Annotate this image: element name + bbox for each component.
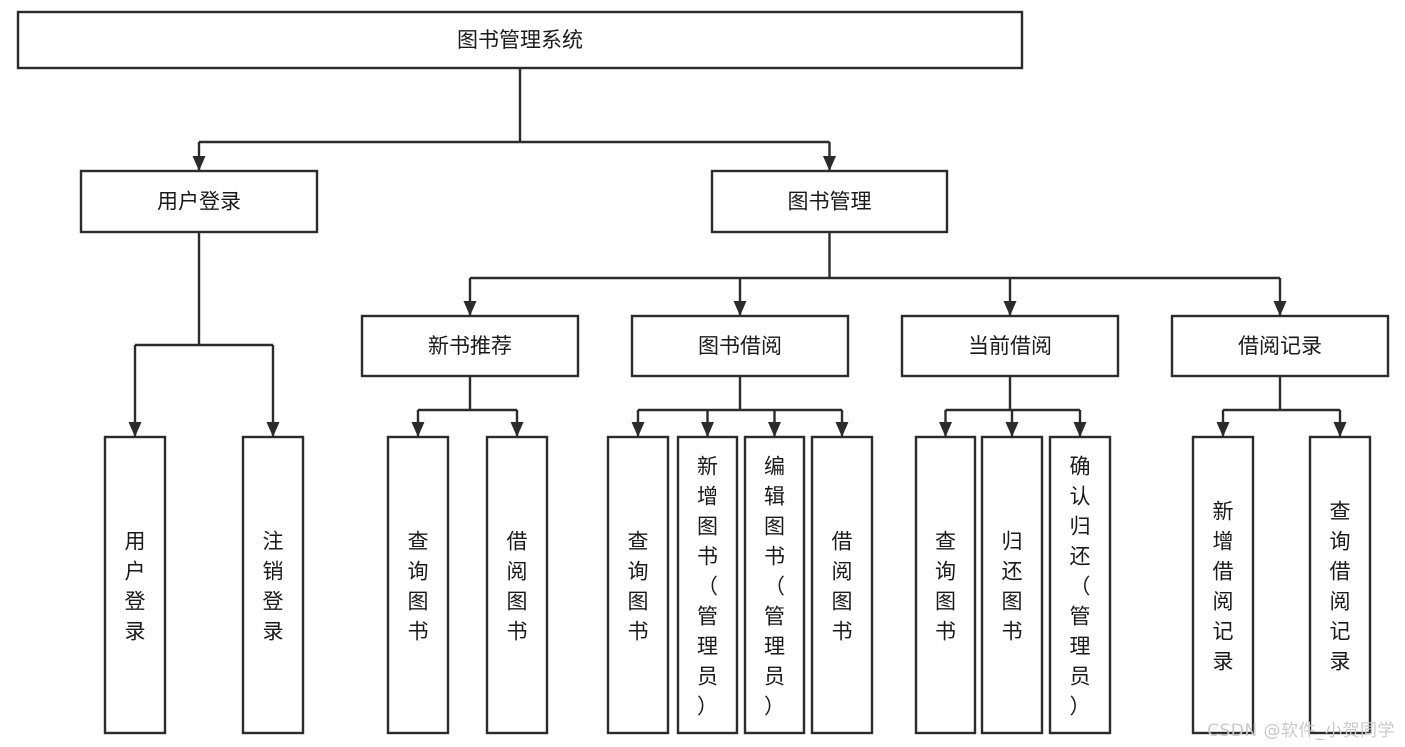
- node-leaf-user-logout[interactable]: 注销登录: [241, 435, 305, 735]
- node-box: [103, 435, 167, 735]
- arrow-head-icon: [463, 301, 477, 316]
- watermark-text: CSDN @软件_小贺同学: [1207, 721, 1395, 741]
- node-current-borrow[interactable]: 当前借阅: [900, 314, 1120, 378]
- node-box: [1191, 435, 1255, 735]
- node-label: 查询图书: [628, 529, 649, 643]
- node-label: 新增借阅记录: [1213, 499, 1234, 673]
- node-box: [676, 435, 739, 735]
- node-label: 编辑图书（管理员）: [764, 454, 785, 718]
- node-box: [710, 169, 949, 234]
- node-leaf-query-book-2[interactable]: 查询图书: [606, 435, 670, 735]
- arrow-head-icon: [1005, 422, 1019, 437]
- node-leaf-confirm-return[interactable]: 确认归还（管理员）: [1048, 435, 1112, 735]
- node-leaf-borrow-book-2[interactable]: 借阅图书: [810, 435, 874, 735]
- arrow-head-icon: [266, 422, 280, 437]
- arrow-head-icon: [939, 422, 952, 437]
- node-label: 借阅图书: [832, 529, 853, 643]
- connector-layer: [128, 68, 1347, 437]
- node-box: [980, 435, 1044, 735]
- node-label: 新增图书（管理员）: [697, 454, 718, 718]
- node-user-login[interactable]: 用户登录: [79, 169, 319, 234]
- arrow-head-icon: [835, 422, 849, 437]
- node-label: 归还图书: [1002, 529, 1023, 643]
- node-box: [79, 169, 319, 234]
- node-leaf-borrow-book-1[interactable]: 借阅图书: [485, 435, 549, 735]
- node-label: 图书借阅: [698, 334, 782, 358]
- node-box: [485, 435, 549, 735]
- node-box: [606, 435, 670, 735]
- node-label: 借阅图书: [507, 529, 528, 643]
- arrow-head-icon: [1003, 301, 1017, 316]
- node-label: 查询图书: [408, 529, 429, 643]
- node-layer: 图书管理系统用户登录图书管理新书推荐图书借阅当前借阅借阅记录用户登录注销登录查询…: [16, 10, 1390, 735]
- node-label: 用户登录: [157, 190, 241, 214]
- node-root[interactable]: 图书管理系统: [16, 10, 1024, 70]
- node-box: [900, 314, 1120, 378]
- node-leaf-query-book-3[interactable]: 查询图书: [914, 435, 977, 735]
- node-borrow-record[interactable]: 借阅记录: [1170, 314, 1390, 378]
- node-book-manage[interactable]: 图书管理: [710, 169, 949, 234]
- node-label: 图书管理系统: [457, 28, 583, 52]
- node-label: 注销登录: [263, 529, 284, 643]
- node-label: 查询图书: [935, 529, 956, 643]
- node-leaf-query-record[interactable]: 查询借阅记录: [1308, 435, 1372, 735]
- arrow-head-icon: [411, 422, 425, 437]
- arrow-head-icon: [733, 301, 747, 316]
- node-leaf-user-login[interactable]: 用户登录: [103, 435, 167, 735]
- arrow-head-icon: [510, 422, 524, 437]
- node-box: [630, 314, 850, 378]
- node-label: 图书管理: [788, 190, 872, 214]
- node-book-borrow[interactable]: 图书借阅: [630, 314, 850, 378]
- node-box: [16, 10, 1024, 70]
- arrow-head-icon: [128, 422, 142, 437]
- arrow-head-icon: [1216, 422, 1230, 437]
- arrow-head-icon: [823, 156, 836, 171]
- arrow-head-icon: [192, 156, 206, 171]
- node-box: [386, 435, 450, 735]
- arrow-head-icon: [631, 422, 645, 437]
- node-box: [241, 435, 305, 735]
- arrow-head-icon: [1273, 301, 1287, 316]
- node-label: 确认归还（管理员）: [1070, 454, 1091, 718]
- node-label: 新书推荐: [428, 334, 512, 358]
- node-box: [1170, 314, 1390, 378]
- node-new-book-rec[interactable]: 新书推荐: [360, 314, 580, 378]
- arrow-head-icon: [701, 422, 714, 437]
- node-box: [743, 435, 806, 735]
- node-label: 当前借阅: [968, 334, 1052, 358]
- node-box: [1308, 435, 1372, 735]
- node-label: 查询借阅记录: [1330, 499, 1351, 673]
- node-box: [810, 435, 874, 735]
- arrow-head-icon: [1333, 422, 1347, 437]
- arrow-head-icon: [768, 422, 781, 437]
- node-box: [360, 314, 580, 378]
- node-label: 借阅记录: [1238, 334, 1322, 358]
- node-box: [914, 435, 977, 735]
- node-leaf-add-book[interactable]: 新增图书（管理员）: [676, 435, 739, 735]
- node-label: 用户登录: [125, 529, 146, 643]
- arrow-head-icon: [1073, 422, 1087, 437]
- node-leaf-add-record[interactable]: 新增借阅记录: [1191, 435, 1255, 735]
- node-leaf-query-book-1[interactable]: 查询图书: [386, 435, 450, 735]
- node-box: [1048, 435, 1112, 735]
- node-leaf-edit-book[interactable]: 编辑图书（管理员）: [743, 435, 806, 735]
- node-leaf-return-book[interactable]: 归还图书: [980, 435, 1044, 735]
